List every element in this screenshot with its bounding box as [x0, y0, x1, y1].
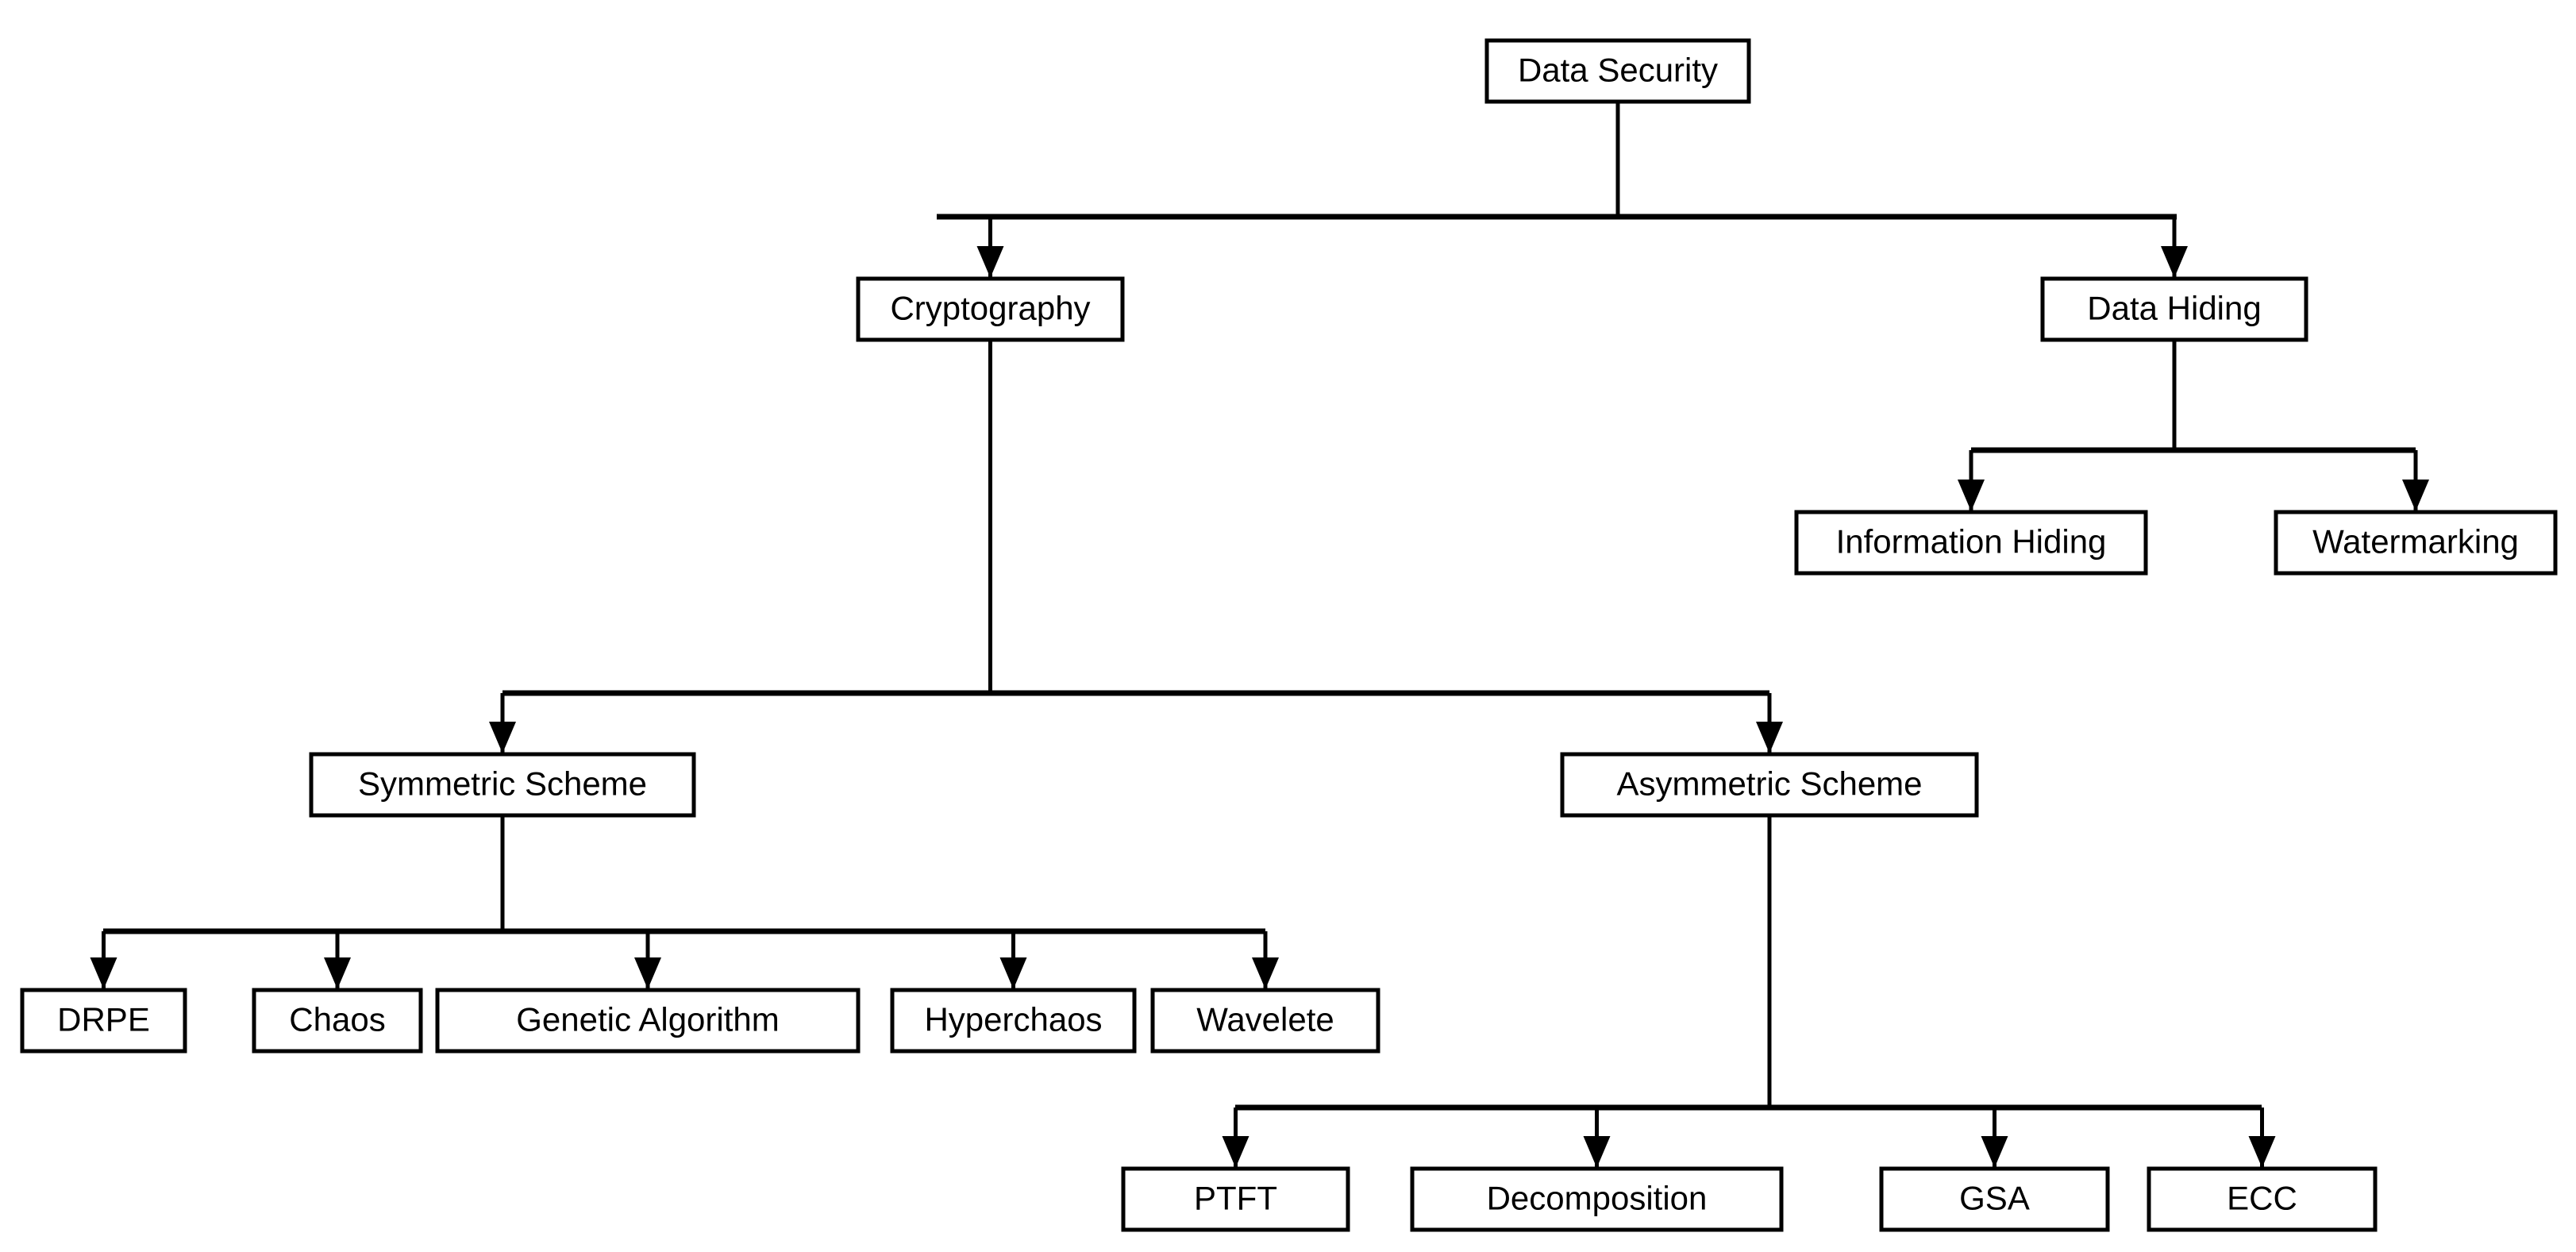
node-label-gsa: GSA: [1959, 1180, 2030, 1217]
node-wavelete[interactable]: Wavelete: [1150, 988, 1380, 1054]
node-hyperchaos[interactable]: Hyperchaos: [890, 988, 1137, 1054]
node-box-chaos: [252, 988, 423, 1054]
node-gsa[interactable]: GSA: [1879, 1166, 2110, 1232]
node-box-ecc: [2147, 1166, 2378, 1232]
node-drpe[interactable]: DRPE: [20, 988, 187, 1054]
node-ptft[interactable]: PTFT: [1121, 1166, 1350, 1232]
node-label-ptft: PTFT: [1194, 1180, 1277, 1217]
edge-arrowhead: [1756, 722, 1783, 753]
edge-arrowhead: [90, 957, 117, 989]
node-information-hiding[interactable]: Information Hiding: [1794, 510, 2148, 576]
node-box-hyperchaos: [890, 988, 1137, 1054]
node-label-genetic-algorithm: Genetic Algorithm: [516, 1001, 780, 1038]
node-label-decomposition: Decomposition: [1487, 1180, 1708, 1217]
node-label-hyperchaos: Hyperchaos: [924, 1001, 1102, 1038]
edge-arrowhead: [2248, 1136, 2276, 1168]
edge-arrowhead: [999, 957, 1027, 989]
node-label-cryptography: Cryptography: [890, 290, 1090, 327]
node-box-watermarking: [2274, 510, 2558, 576]
node-box-information-hiding: [1794, 510, 2148, 576]
node-box-wavelete: [1150, 988, 1380, 1054]
edge-arrowhead: [1252, 957, 1279, 989]
node-label-data-security: Data Security: [1518, 52, 1718, 89]
node-ecc[interactable]: ECC: [2147, 1166, 2378, 1232]
node-decomposition[interactable]: Decomposition: [1410, 1166, 1784, 1232]
edge-arrowhead: [2161, 246, 2188, 278]
node-box-gsa: [1879, 1166, 2110, 1232]
node-watermarking[interactable]: Watermarking: [2274, 510, 2558, 576]
edge-arrowhead: [324, 957, 351, 989]
node-label-data-hiding: Data Hiding: [2087, 290, 2261, 327]
node-box-drpe: [20, 988, 187, 1054]
node-box-symmetric-scheme: [309, 752, 696, 818]
edge-arrowhead: [1981, 1136, 2008, 1168]
node-box-data-security: [1484, 38, 1751, 104]
edges-layer: [90, 102, 2429, 1168]
node-symmetric-scheme[interactable]: Symmetric Scheme: [309, 752, 696, 818]
edge-arrowhead: [1958, 480, 1985, 511]
edge-arrowhead: [976, 246, 1004, 278]
node-label-asymmetric-scheme: Asymmetric Scheme: [1616, 765, 1922, 803]
node-label-watermarking: Watermarking: [2312, 523, 2519, 561]
node-data-hiding[interactable]: Data Hiding: [2040, 276, 2308, 342]
node-data-security[interactable]: Data Security: [1484, 38, 1751, 104]
edge-arrowhead: [1222, 1136, 1249, 1168]
edge-arrowhead: [489, 722, 516, 753]
node-label-drpe: DRPE: [57, 1001, 150, 1038]
edge-arrowhead: [634, 957, 661, 989]
node-box-decomposition: [1410, 1166, 1784, 1232]
node-cryptography[interactable]: Cryptography: [856, 276, 1125, 342]
node-label-information-hiding: Information Hiding: [1836, 523, 2107, 561]
node-label-symmetric-scheme: Symmetric Scheme: [358, 765, 647, 803]
node-chaos[interactable]: Chaos: [252, 988, 423, 1054]
node-box-data-hiding: [2040, 276, 2308, 342]
edge-arrowhead: [1583, 1136, 1611, 1168]
node-box-ptft: [1121, 1166, 1350, 1232]
node-label-chaos: Chaos: [289, 1001, 385, 1038]
node-box-asymmetric-scheme: [1560, 752, 1979, 818]
node-label-wavelete: Wavelete: [1196, 1001, 1334, 1038]
node-genetic-algorithm[interactable]: Genetic Algorithm: [435, 988, 861, 1054]
node-box-cryptography: [856, 276, 1125, 342]
node-box-genetic-algorithm: [435, 988, 861, 1054]
node-asymmetric-scheme[interactable]: Asymmetric Scheme: [1560, 752, 1979, 818]
edge-arrowhead: [2402, 480, 2429, 511]
node-label-ecc: ECC: [2227, 1180, 2297, 1217]
